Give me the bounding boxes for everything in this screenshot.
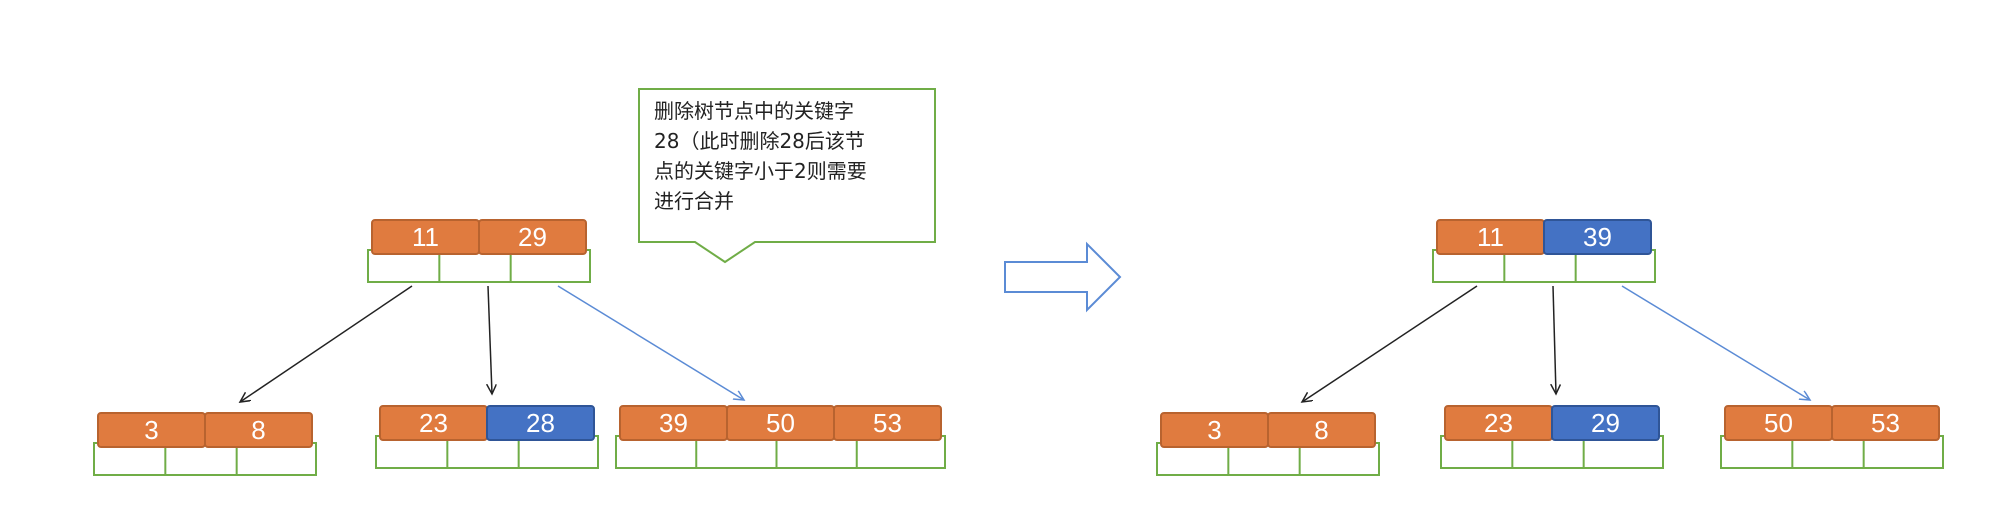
pointer-slot — [509, 249, 591, 283]
callout-line-2: 28（此时删除28后该节 — [654, 129, 865, 153]
pointer-slot — [517, 435, 600, 469]
key-label: 39 — [659, 408, 688, 438]
pointer-slot — [695, 435, 786, 469]
child-edge — [240, 285, 413, 402]
key-label: 8 — [251, 415, 265, 445]
key-label: 53 — [1871, 408, 1900, 438]
pointer-slot — [855, 435, 946, 469]
key-cell — [204, 412, 313, 448]
key-label: 23 — [419, 408, 448, 438]
key-label: 39 — [1583, 222, 1612, 252]
key-label: 29 — [1591, 408, 1620, 438]
key-cell — [1831, 405, 1940, 441]
key-label: 50 — [1764, 408, 1793, 438]
key-label: 53 — [873, 408, 902, 438]
child-edge — [557, 285, 744, 400]
child-edge — [1621, 285, 1810, 400]
pointer-slot — [1582, 435, 1664, 469]
key-label: 28 — [526, 408, 555, 438]
callout-bubble — [638, 88, 936, 264]
child-edge — [488, 285, 492, 394]
pointer-slot — [1440, 435, 1522, 469]
before-child-node-2: 23 28 — [375, 405, 600, 469]
key-cell — [833, 405, 942, 441]
pointer-slot — [1574, 249, 1656, 283]
callout-text: 删除树节点中的关键字 28（此时删除28后该节 点的关键字小于2则需要 进行合并 — [654, 96, 934, 216]
before-child-node-3: 39 50 53 — [615, 405, 946, 469]
after-root-node: 11 39 — [1432, 219, 1656, 283]
after-child-node-3: 50 53 — [1720, 405, 1944, 469]
pointer-slot — [235, 442, 318, 476]
key-label: 11 — [1477, 222, 1504, 252]
pointer-slot — [1503, 249, 1585, 283]
pointer-slot — [1791, 435, 1873, 469]
pointer-slot — [438, 249, 520, 283]
key-cell — [1267, 412, 1376, 448]
transition-arrow-icon — [1004, 241, 1122, 313]
key-label: 3 — [1207, 415, 1221, 445]
pointer-slot — [93, 442, 175, 476]
pointer-slot — [775, 435, 866, 469]
key-label: 50 — [766, 408, 795, 438]
pointer-slot — [164, 442, 246, 476]
pointer-slot — [1298, 442, 1380, 476]
callout-line-4: 进行合并 — [654, 189, 734, 213]
before-root-node: 11 29 — [367, 219, 591, 283]
pointer-slot — [1227, 442, 1309, 476]
key-cell — [478, 219, 587, 255]
key-label: 11 — [412, 222, 439, 252]
after-child-node-2: 23 29 — [1440, 405, 1664, 469]
key-label: 29 — [518, 222, 547, 252]
pointer-slot — [1720, 435, 1802, 469]
child-edge — [1302, 285, 1478, 402]
pointer-slot — [1511, 435, 1593, 469]
pointer-slot — [1862, 435, 1944, 469]
callout-line-3: 点的关键字小于2则需要 — [654, 159, 867, 183]
key-cell-highlighted — [1543, 219, 1652, 255]
key-label: 23 — [1484, 408, 1513, 438]
key-cell-highlighted — [486, 405, 595, 441]
callout-line-1: 删除树节点中的关键字 — [654, 99, 854, 123]
child-edge — [1553, 285, 1556, 394]
key-label: 8 — [1314, 415, 1328, 445]
key-label: 3 — [144, 415, 158, 445]
pointer-slot — [446, 435, 528, 469]
key-cell-highlighted — [1551, 405, 1660, 441]
